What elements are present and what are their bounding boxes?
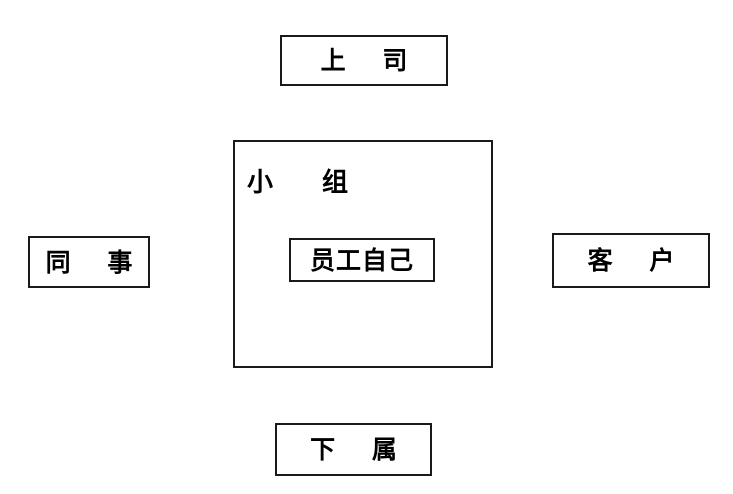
node-employee-label: 员工自己 (309, 245, 414, 275)
node-customers: 客 户 (552, 233, 710, 288)
node-group: 小 组 员工自己 (233, 140, 493, 368)
node-supervisor: 上 司 (280, 35, 448, 86)
node-colleagues-label: 同 事 (45, 247, 147, 277)
node-subordinates-label: 下 属 (310, 435, 411, 464)
node-employee: 员工自己 (289, 238, 435, 282)
node-subordinates: 下 属 (275, 423, 432, 476)
node-customers-label: 客 户 (587, 246, 689, 275)
node-supervisor-label: 上 司 (320, 46, 422, 75)
node-colleagues: 同 事 (28, 236, 150, 288)
node-group-label: 小 组 (247, 168, 369, 198)
